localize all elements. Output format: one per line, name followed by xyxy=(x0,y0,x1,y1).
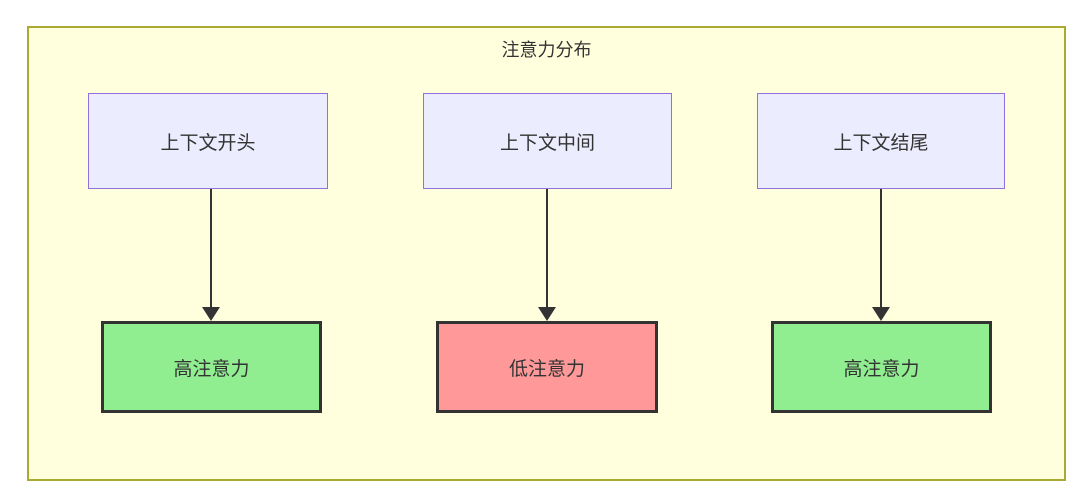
node-high-attention-right-label: 高注意力 xyxy=(843,358,920,380)
node-context-start-label: 上下文开头 xyxy=(160,132,256,154)
arrow-line xyxy=(880,189,882,308)
node-context-start: 上下文开头 xyxy=(88,93,328,189)
arrow-start-to-high xyxy=(202,189,220,321)
node-context-end-label: 上下文结尾 xyxy=(833,132,929,154)
node-high-attention-left: 高注意力 xyxy=(101,321,322,413)
node-high-attention-left-label: 高注意力 xyxy=(173,358,250,380)
arrowhead-icon xyxy=(538,307,556,321)
arrow-middle-to-low xyxy=(538,189,556,321)
node-high-attention-right: 高注意力 xyxy=(771,321,992,413)
node-context-end: 上下文结尾 xyxy=(757,93,1005,189)
diagram-title: 注意力分布 xyxy=(501,40,592,60)
arrow-end-to-high xyxy=(872,189,890,321)
node-context-middle: 上下文中间 xyxy=(423,93,672,189)
arrowhead-icon xyxy=(872,307,890,321)
arrowhead-icon xyxy=(202,307,220,321)
node-low-attention-label: 低注意力 xyxy=(508,358,585,380)
node-context-middle-label: 上下文中间 xyxy=(499,132,595,154)
arrow-line xyxy=(210,189,212,308)
node-low-attention: 低注意力 xyxy=(436,321,658,413)
arrow-line xyxy=(546,189,548,308)
